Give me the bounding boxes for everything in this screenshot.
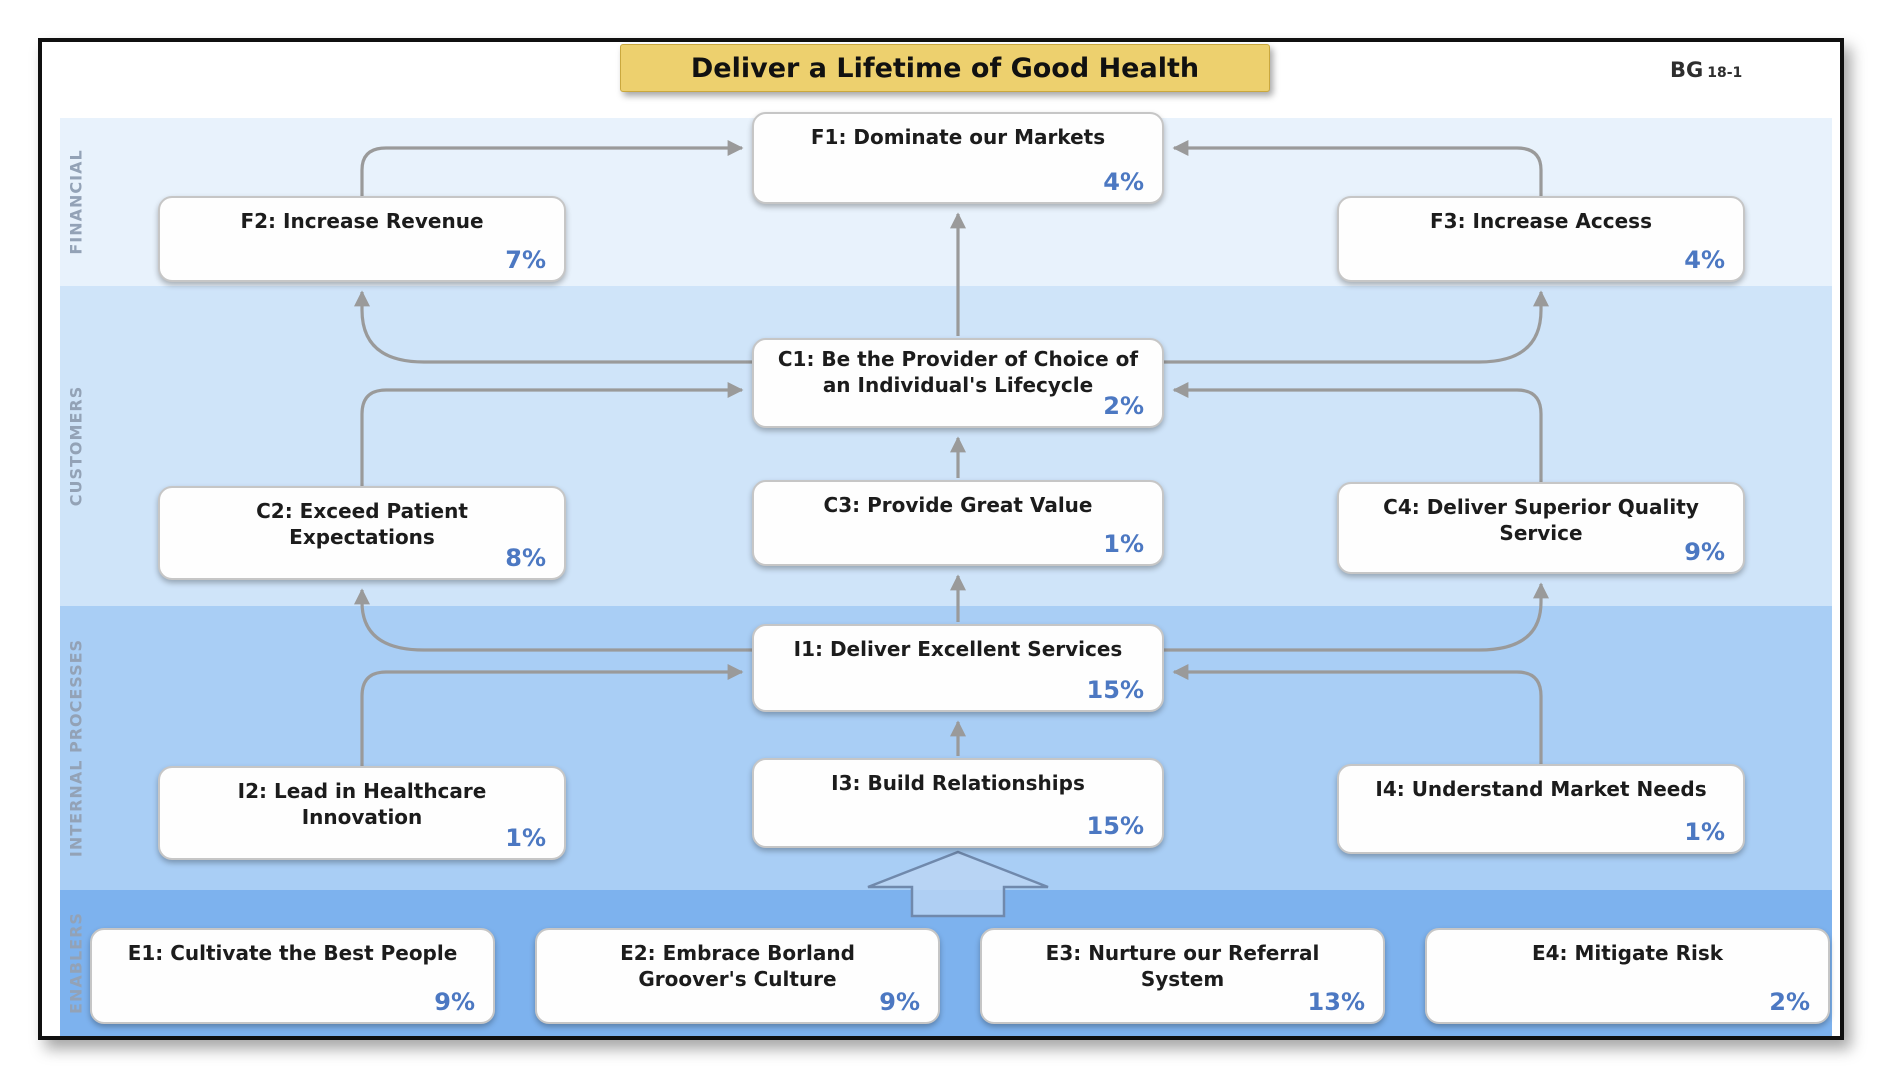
node-e1: E1: Cultivate the Best People 9%: [90, 928, 495, 1024]
node-i2: I2: Lead in Healthcare Innovation 1%: [158, 766, 566, 860]
reference-main: BG: [1670, 58, 1704, 82]
node-c3-label: C3: Provide Great Value: [823, 493, 1093, 517]
node-f3: F3: Increase Access 4%: [1337, 196, 1745, 282]
node-e1-percent: 9%: [434, 988, 475, 1016]
node-c3: C3: Provide Great Value 1%: [752, 480, 1164, 566]
band-label-enablers: ENABLERS: [66, 912, 86, 1014]
band-label-financial: FINANCIAL: [66, 149, 86, 255]
node-i2-percent: 1%: [505, 824, 546, 852]
node-i1-percent: 15%: [1086, 676, 1144, 704]
node-c1-label: C1: Be the Provider of Choice of an Indi…: [777, 347, 1139, 397]
node-i3: I3: Build Relationships 15%: [752, 758, 1164, 848]
node-e1-label: E1: Cultivate the Best People: [127, 941, 458, 965]
node-c2: C2: Exceed Patient Expectations 8%: [158, 486, 566, 580]
node-f1-label: F1: Dominate our Markets: [810, 125, 1106, 149]
node-c4: C4: Deliver Superior Quality Service 9%: [1337, 482, 1745, 574]
node-c1: C1: Be the Provider of Choice of an Indi…: [752, 338, 1164, 428]
node-c4-label: C4: Deliver Superior Quality Service: [1383, 495, 1699, 545]
node-f1-percent: 4%: [1103, 168, 1144, 196]
node-f2: F2: Increase Revenue 7%: [158, 196, 566, 282]
node-f3-label: F3: Increase Access: [1430, 209, 1652, 233]
node-i1: I1: Deliver Excellent Services 15%: [752, 624, 1164, 712]
node-c2-label: C2: Exceed Patient Expectations: [256, 499, 468, 549]
node-c1-percent: 2%: [1103, 392, 1144, 420]
node-i4: I4: Understand Market Needs 1%: [1337, 764, 1745, 854]
node-i3-label: I3: Build Relationships: [831, 771, 1085, 795]
node-e4-label: E4: Mitigate Risk: [1531, 941, 1724, 965]
band-label-internal-processes: INTERNAL PROCESSES: [66, 638, 86, 858]
strategy-map-frame: FINANCIAL CUSTOMERS INTERNAL PROCESSES E…: [38, 38, 1844, 1040]
node-e3: E3: Nurture our Referral System 13%: [980, 928, 1385, 1024]
node-f3-percent: 4%: [1684, 246, 1725, 274]
node-e3-percent: 13%: [1307, 988, 1365, 1016]
band-label-customers: CUSTOMERS: [66, 385, 86, 507]
node-f1: F1: Dominate our Markets 4%: [752, 112, 1164, 204]
node-i2-label: I2: Lead in Healthcare Innovation: [237, 779, 487, 829]
node-e4-percent: 2%: [1769, 988, 1810, 1016]
node-e2-percent: 9%: [879, 988, 920, 1016]
node-e2-label: E2: Embrace Borland Groover's Culture: [620, 941, 855, 991]
node-c2-percent: 8%: [505, 544, 546, 572]
node-e2: E2: Embrace Borland Groover's Culture 9%: [535, 928, 940, 1024]
node-i4-percent: 1%: [1684, 818, 1725, 846]
node-i4-label: I4: Understand Market Needs: [1375, 777, 1707, 801]
node-e4: E4: Mitigate Risk 2%: [1425, 928, 1830, 1024]
node-e3-label: E3: Nurture our Referral System: [1045, 941, 1320, 991]
reference-sub: 18-1: [1707, 65, 1743, 81]
node-f2-label: F2: Increase Revenue: [240, 209, 484, 233]
node-c3-percent: 1%: [1103, 530, 1144, 558]
node-i1-label: I1: Deliver Excellent Services: [793, 637, 1123, 661]
page-title: Deliver a Lifetime of Good Health: [620, 44, 1270, 92]
node-f2-percent: 7%: [505, 246, 546, 274]
node-i3-percent: 15%: [1086, 812, 1144, 840]
node-c4-percent: 9%: [1684, 538, 1725, 566]
